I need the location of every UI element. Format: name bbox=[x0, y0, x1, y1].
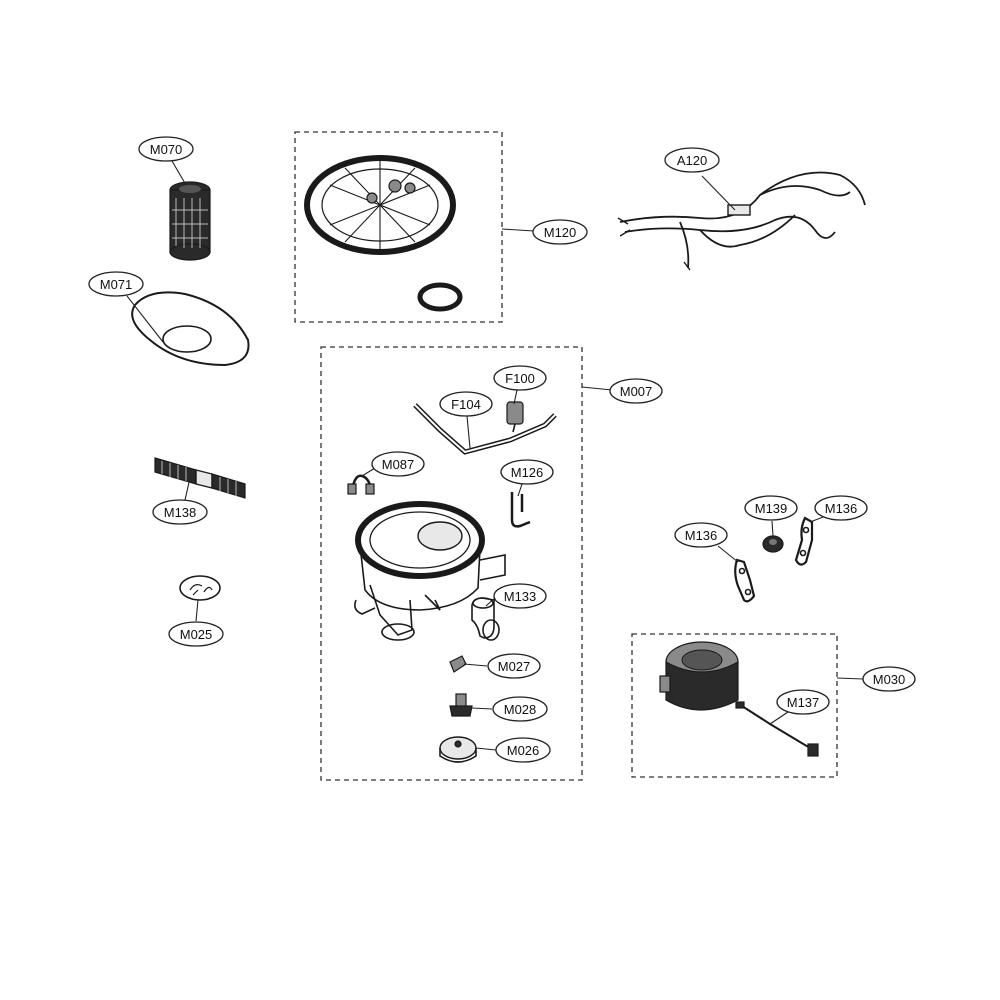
label-m025: M025 bbox=[180, 627, 213, 642]
callout-f104: F104 bbox=[439, 391, 493, 417]
leader-m137 bbox=[769, 711, 789, 725]
callout-m026: M026 bbox=[495, 737, 551, 763]
label-m138: M138 bbox=[164, 505, 197, 520]
leader-m071 bbox=[126, 295, 164, 343]
leader-m138 bbox=[184, 477, 191, 501]
callout-m137: M137 bbox=[776, 689, 830, 715]
label-m120: M120 bbox=[544, 225, 577, 240]
leader-m007 bbox=[581, 386, 613, 391]
leader-m026 bbox=[475, 747, 497, 751]
label-f100: F100 bbox=[505, 371, 535, 386]
part-m126-bracket bbox=[510, 492, 531, 528]
part-m087-clip bbox=[347, 474, 375, 495]
group-box-m120 bbox=[294, 131, 503, 323]
callout-m126: M126 bbox=[500, 459, 554, 485]
part-m028 bbox=[449, 693, 473, 717]
label-m137: M137 bbox=[787, 695, 820, 710]
callout-a120: A120 bbox=[664, 147, 720, 173]
part-m030-pump-motor bbox=[659, 641, 739, 711]
label-m026: M026 bbox=[507, 743, 540, 758]
part-m120-plate bbox=[304, 155, 463, 312]
part-m137-cable bbox=[735, 701, 819, 757]
leader-m087 bbox=[361, 467, 376, 477]
leader-m025 bbox=[195, 599, 199, 622]
label-m027: M027 bbox=[498, 659, 531, 674]
part-a120-harness bbox=[617, 171, 866, 271]
callout-m087: M087 bbox=[371, 451, 425, 477]
part-m070-filter bbox=[169, 181, 211, 261]
label-m030: M030 bbox=[873, 672, 906, 687]
part-m026-cover bbox=[439, 736, 477, 763]
label-m007: M007 bbox=[620, 384, 653, 399]
callout-m136-left: M136 bbox=[674, 522, 728, 548]
callout-m133: M133 bbox=[493, 583, 547, 609]
label-m071: M071 bbox=[100, 277, 133, 292]
part-m025-cap bbox=[179, 575, 221, 601]
leader-m070 bbox=[171, 160, 187, 186]
label-m070: M070 bbox=[150, 142, 183, 157]
callout-m071: M071 bbox=[88, 271, 144, 297]
leader-m030 bbox=[836, 677, 864, 680]
part-m071-gasket bbox=[131, 291, 250, 367]
leader-m126 bbox=[517, 483, 523, 497]
part-m139-grommet bbox=[762, 535, 784, 553]
label-m087: M087 bbox=[382, 457, 415, 472]
leader-m139 bbox=[771, 520, 774, 537]
leader-m120 bbox=[501, 228, 535, 232]
callout-m025: M025 bbox=[168, 621, 224, 647]
group-box-m030 bbox=[631, 633, 838, 778]
leader-a120 bbox=[701, 175, 736, 211]
callout-m070: M070 bbox=[138, 136, 194, 162]
leader-m136a bbox=[717, 545, 739, 563]
leader-m028 bbox=[471, 707, 493, 710]
part-f100-valve bbox=[506, 401, 524, 433]
callout-m030: M030 bbox=[862, 666, 916, 692]
callout-m139: M139 bbox=[744, 495, 798, 521]
label-m126: M126 bbox=[511, 465, 544, 480]
label-m133: M133 bbox=[504, 589, 537, 604]
leader-f100 bbox=[513, 389, 518, 405]
part-m138-hose bbox=[154, 457, 246, 499]
part-m136-bracket-right bbox=[794, 516, 814, 566]
callout-m120: M120 bbox=[532, 219, 588, 245]
group-box-m007 bbox=[320, 346, 583, 781]
part-m133-elbow bbox=[471, 597, 500, 641]
part-m027 bbox=[449, 655, 467, 673]
callout-m136-right: M136 bbox=[814, 495, 868, 521]
callout-m028: M028 bbox=[492, 696, 548, 722]
label-m136-right: M136 bbox=[825, 501, 858, 516]
part-sump-housing bbox=[354, 501, 506, 641]
leader-m027 bbox=[463, 663, 488, 667]
part-m136-bracket-left bbox=[734, 558, 756, 603]
leader-f104 bbox=[466, 415, 471, 449]
label-m136-left: M136 bbox=[685, 528, 718, 543]
label-m139: M139 bbox=[755, 501, 788, 516]
part-f104-tube bbox=[413, 403, 557, 455]
label-m028: M028 bbox=[504, 702, 537, 717]
callout-m138: M138 bbox=[152, 499, 208, 525]
label-f104: F104 bbox=[451, 397, 481, 412]
callout-m027: M027 bbox=[487, 653, 541, 679]
callout-m007: M007 bbox=[609, 378, 663, 404]
callout-f100: F100 bbox=[493, 365, 547, 391]
label-a120: A120 bbox=[677, 153, 707, 168]
